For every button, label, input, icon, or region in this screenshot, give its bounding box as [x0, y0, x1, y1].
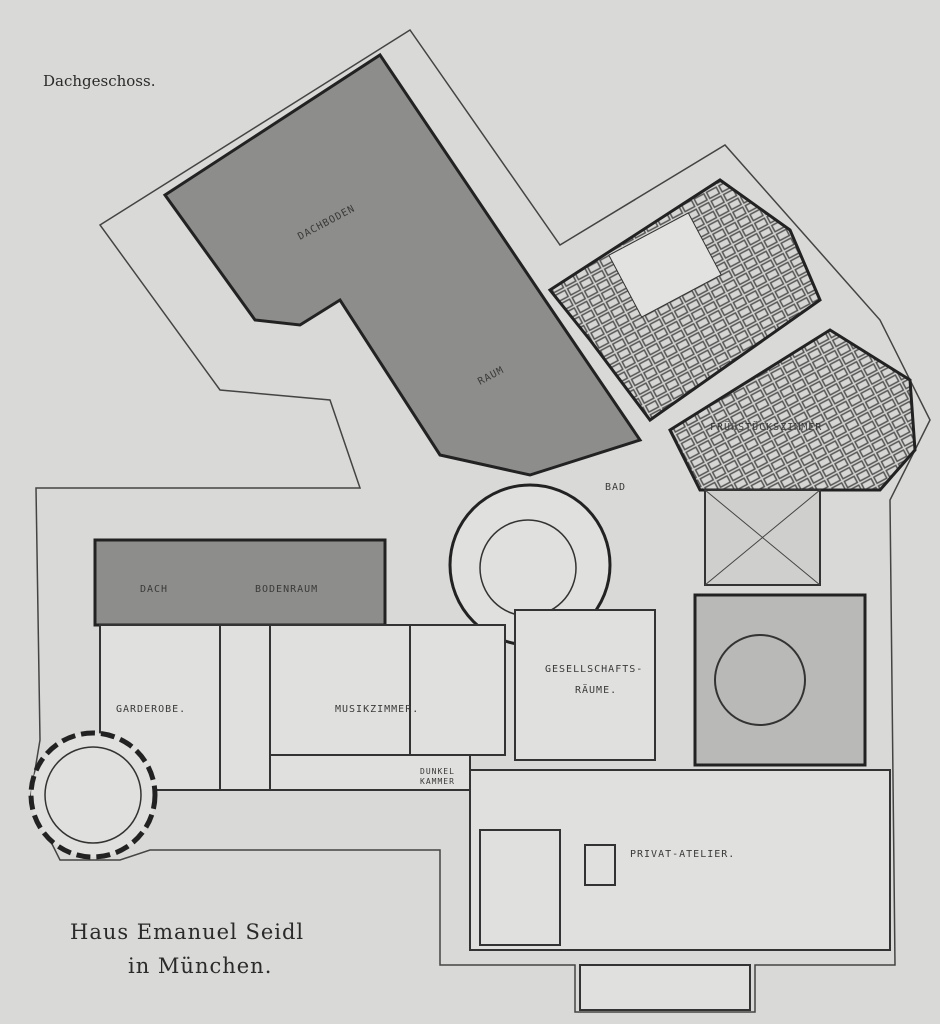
label-dunkel-2: KAMMER: [420, 777, 455, 786]
label-dunkel-1: DUNKEL: [420, 767, 455, 776]
tower: [28, 730, 158, 860]
bodenraum-area: [93, 538, 387, 627]
label-garderobe: GARDEROBE.: [116, 704, 186, 715]
fruehstueck-room: [668, 328, 917, 492]
label-atelier: PRIVAT-ATELIER.: [630, 849, 735, 860]
floor-title: Dachgeschoss.: [43, 72, 156, 90]
ornamental-room: [693, 593, 867, 767]
caption-line-1: Haus Emanuel Seidl: [70, 920, 305, 944]
label-bodenraum: BODENRAUM: [255, 584, 318, 595]
label-musikzimmer: MUSIKZIMMER.: [335, 704, 419, 715]
label-dach: DACH: [140, 584, 168, 595]
roof-outline: [29, 28, 931, 1013]
label-bad: BAD: [605, 482, 626, 493]
label-gesellschafts-1: GESELLSCHAFTS-: [545, 664, 643, 675]
label-gesellschafts-2: RÄUME.: [575, 683, 617, 696]
dachboden-area: [162, 52, 643, 477]
caption-line-2: in München.: [128, 954, 273, 978]
tiled-room-upper: [547, 178, 822, 423]
label-fruehstueck: FRÜHSTÜCKSZIMMER: [710, 420, 822, 433]
